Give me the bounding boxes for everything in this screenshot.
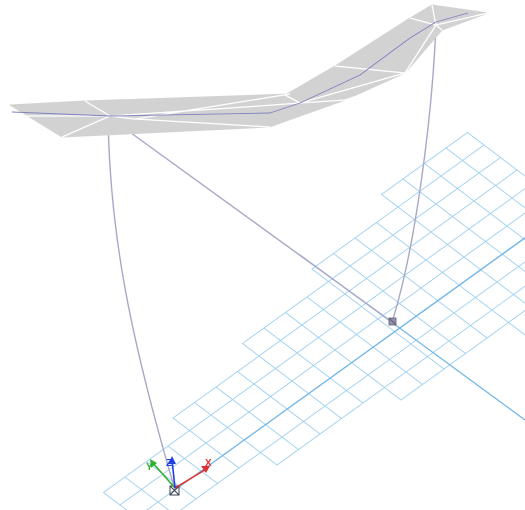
cable-right	[391, 24, 437, 323]
y-axis-label: Y	[146, 462, 153, 473]
wing-panel-right	[271, 4, 489, 127]
grid-line	[242, 157, 501, 344]
grid-line	[119, 212, 525, 506]
grid-line	[146, 236, 525, 510]
cables	[107, 24, 437, 491]
grid-line	[467, 132, 525, 177]
x-axis-arrow	[174, 466, 210, 489]
wing-surface[interactable]	[9, 4, 489, 138]
grid-line	[237, 371, 321, 435]
grid-line	[146, 461, 197, 500]
grid-line	[402, 178, 525, 272]
z-axis-label: Z	[166, 458, 172, 469]
grid-line	[376, 222, 525, 336]
grid-line	[194, 402, 278, 466]
wing-centerline	[11, 12, 469, 117]
grid-line	[276, 285, 525, 466]
grid-line	[285, 312, 402, 401]
grid-major-line-x	[171, 237, 525, 493]
x-axis-label: X	[205, 458, 212, 469]
grid-line	[381, 132, 468, 195]
grid-line	[167, 445, 218, 484]
grid-line	[311, 144, 485, 270]
grid-lines	[103, 132, 525, 510]
grid-line	[179, 261, 525, 510]
grid-line	[103, 188, 525, 493]
axis-triad: X Y Z	[146, 456, 212, 496]
cable-diagonal	[119, 124, 393, 323]
ground-grid	[103, 132, 525, 510]
y-axis-arrow	[150, 459, 176, 489]
grid-line	[172, 169, 518, 419]
grid-line	[445, 147, 525, 209]
grid-line	[124, 476, 170, 510]
anchor-point[interactable]	[388, 317, 397, 326]
grid-line	[400, 310, 525, 401]
grid-line	[103, 492, 128, 510]
grid-line	[215, 386, 299, 450]
z-axis-arrow	[168, 456, 176, 489]
grid-line	[306, 296, 423, 385]
cable-left	[107, 117, 176, 491]
